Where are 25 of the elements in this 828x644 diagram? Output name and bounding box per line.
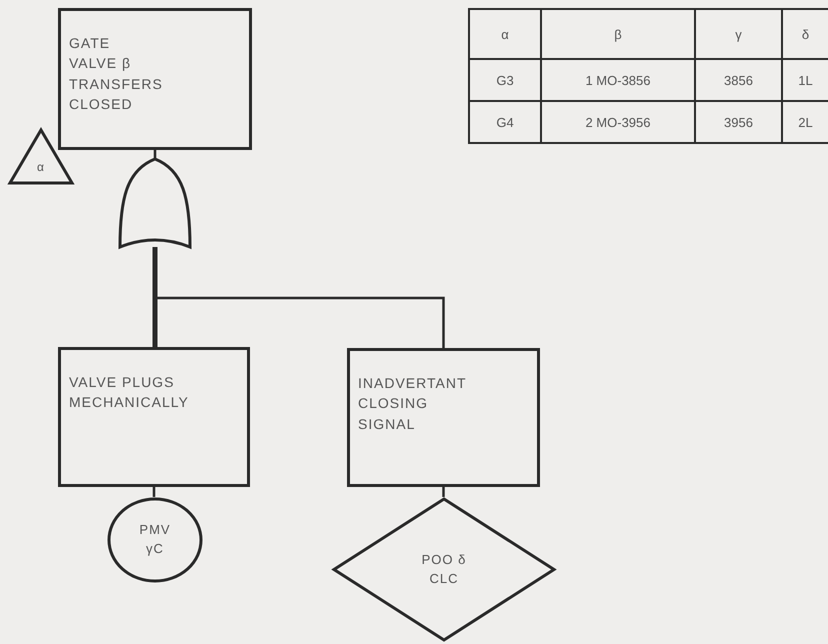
table-cell: β [542, 10, 696, 60]
event-label: GATE VALVE β TRANSFERS CLOSED [69, 34, 163, 114]
table-cell: G4 [470, 102, 542, 142]
event-box [58, 347, 250, 487]
event-label: α [36, 158, 46, 176]
table-cell: 3956 [696, 102, 783, 142]
table-cell: 1L [783, 60, 828, 102]
connector-line [154, 150, 156, 158]
table-cell: 1 MO-3856 [542, 60, 696, 102]
table-cell: 3856 [696, 60, 783, 102]
connector-line [152, 247, 158, 347]
event-label: POO δ CLC [420, 550, 468, 588]
event-box [347, 348, 540, 487]
connector-line [152, 487, 156, 497]
event-box [58, 8, 252, 150]
connector-line [442, 487, 445, 497]
table-cell-text: 2L [797, 114, 814, 132]
table-cell: 2 MO-3956 [542, 102, 696, 142]
table-cell: G3 [470, 60, 542, 102]
event-label: PMV γC [139, 521, 171, 558]
table-cell: α [470, 10, 542, 60]
event-label: VALVE PLUGS MECHANICALLY [69, 373, 189, 412]
table-cell: δ [783, 10, 828, 60]
event-label: INADVERTANT CLOSING SIGNAL [358, 374, 466, 434]
table-cell: γ [696, 10, 783, 60]
